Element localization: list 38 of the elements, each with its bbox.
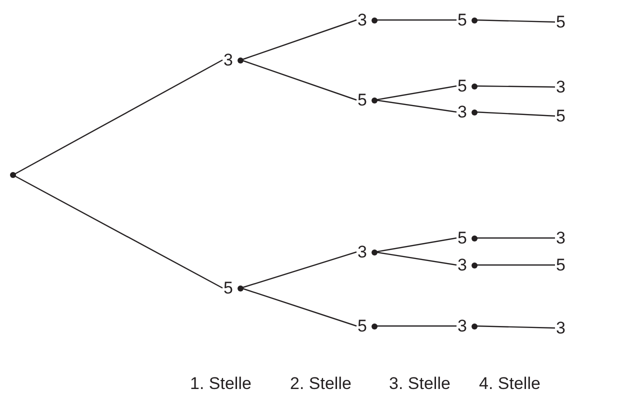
- tree-branch: [374, 237, 457, 253]
- tree-branch: [240, 59, 357, 101]
- node-label: 5: [358, 318, 367, 334]
- tree-branch: [475, 264, 555, 266]
- position-label: 4. Stelle: [479, 375, 540, 392]
- tree-branch: [240, 287, 357, 327]
- tree-branch: [240, 19, 357, 61]
- node-label: 3: [556, 230, 566, 246]
- tree-branch: [240, 251, 357, 289]
- node-label: 5: [556, 108, 566, 124]
- node-label: 5: [358, 92, 367, 108]
- tree-branch: [375, 325, 457, 327]
- node-label: 3: [358, 244, 367, 260]
- position-label: 3. Stelle: [389, 375, 450, 392]
- tree-branch: [374, 85, 457, 101]
- tree-branch: [474, 111, 556, 117]
- node-label: 5: [556, 14, 566, 30]
- tree-branch: [475, 237, 555, 239]
- tree-branch: [375, 19, 457, 21]
- node-label: 5: [458, 12, 467, 28]
- node-label: 3: [358, 12, 367, 28]
- tree-branch: [474, 325, 556, 329]
- node-label: 5: [458, 78, 467, 94]
- tree-branch: [474, 19, 556, 23]
- node-label: 3: [458, 256, 467, 274]
- node-label: 3: [458, 104, 467, 120]
- tree-branch: [12, 59, 223, 176]
- tree-branch: [475, 85, 555, 88]
- node-label: 3: [224, 52, 233, 68]
- node-label: 3: [556, 320, 566, 336]
- position-label: 1. Stelle: [190, 375, 252, 392]
- node-label: 3: [458, 318, 467, 334]
- tree-branch: [12, 174, 223, 289]
- node-label: 5: [224, 280, 233, 296]
- node-label: 5: [556, 256, 566, 274]
- node-label: 3: [556, 78, 566, 96]
- node-label: 5: [458, 230, 467, 246]
- position-label: 2. Stelle: [290, 375, 352, 392]
